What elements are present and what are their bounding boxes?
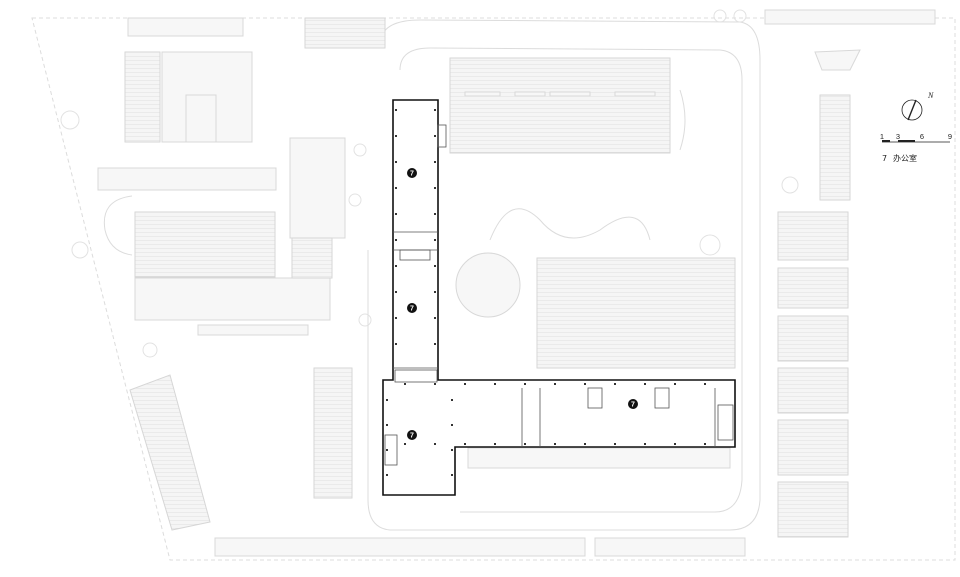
room-tag-number: 7 <box>410 171 414 178</box>
column <box>434 317 436 319</box>
legend-number: 7 <box>882 154 887 163</box>
scale-tick: 9 <box>948 132 952 141</box>
stair-core <box>399 249 431 261</box>
column <box>644 443 646 445</box>
north-arrow: N <box>901 91 934 121</box>
stair-core <box>654 387 670 409</box>
ring-road-inner <box>399 47 743 513</box>
column <box>464 383 466 385</box>
room-tag: 7 <box>407 303 417 313</box>
stair-core <box>717 404 734 441</box>
column <box>404 443 406 445</box>
legend: 7 办公室 <box>882 153 917 163</box>
stair-core <box>587 387 603 409</box>
column <box>404 383 406 385</box>
column <box>395 161 397 163</box>
column <box>554 443 556 445</box>
room-tag: 7 <box>628 399 638 409</box>
north-label: N <box>927 91 934 100</box>
column <box>434 343 436 345</box>
building-outline <box>382 99 736 496</box>
stair-core <box>384 434 398 466</box>
scale-tick: 6 <box>920 132 924 141</box>
room-tag: 7 <box>407 430 417 440</box>
column <box>451 474 453 476</box>
room-tag-number: 7 <box>410 306 414 313</box>
office-building <box>382 99 736 496</box>
column <box>434 265 436 267</box>
column <box>451 449 453 451</box>
legend-label: 办公室 <box>893 153 917 163</box>
column <box>704 443 706 445</box>
column <box>395 239 397 241</box>
stair-core <box>394 369 438 383</box>
column <box>524 383 526 385</box>
room-tag-number: 7 <box>631 402 635 409</box>
context-buildings-left <box>97 17 586 557</box>
column <box>464 443 466 445</box>
column <box>395 343 397 345</box>
column <box>434 239 436 241</box>
scale-tick: 1 <box>880 132 884 141</box>
column <box>386 424 388 426</box>
context-buildings-right <box>594 9 936 557</box>
column <box>395 291 397 293</box>
column <box>434 443 436 445</box>
column <box>386 399 388 401</box>
column <box>674 443 676 445</box>
column <box>434 135 436 137</box>
stair-core <box>437 124 447 148</box>
column <box>434 161 436 163</box>
scale-bar: 1 3 6 9 <box>880 132 952 143</box>
column <box>584 443 586 445</box>
column <box>614 383 616 385</box>
column <box>434 291 436 293</box>
column <box>451 399 453 401</box>
column <box>395 135 397 137</box>
column <box>395 213 397 215</box>
room-tag: 7 <box>407 168 417 178</box>
column <box>704 383 706 385</box>
ring-road <box>367 19 761 531</box>
column <box>434 383 436 385</box>
column <box>434 187 436 189</box>
room-tag-number: 7 <box>410 433 414 440</box>
column <box>584 383 586 385</box>
structural-columns <box>386 109 706 476</box>
column <box>554 383 556 385</box>
column <box>644 383 646 385</box>
column <box>451 424 453 426</box>
column <box>386 474 388 476</box>
column <box>524 443 526 445</box>
context-buildings-center <box>449 57 736 469</box>
column <box>434 213 436 215</box>
column <box>494 383 496 385</box>
column <box>395 317 397 319</box>
column <box>386 449 388 451</box>
column <box>434 109 436 111</box>
column <box>395 187 397 189</box>
column <box>494 443 496 445</box>
column <box>614 443 616 445</box>
column <box>395 265 397 267</box>
column <box>395 109 397 111</box>
column <box>674 383 676 385</box>
trees <box>60 9 799 358</box>
site-boundary <box>31 17 956 561</box>
scale-tick: 3 <box>896 132 900 141</box>
